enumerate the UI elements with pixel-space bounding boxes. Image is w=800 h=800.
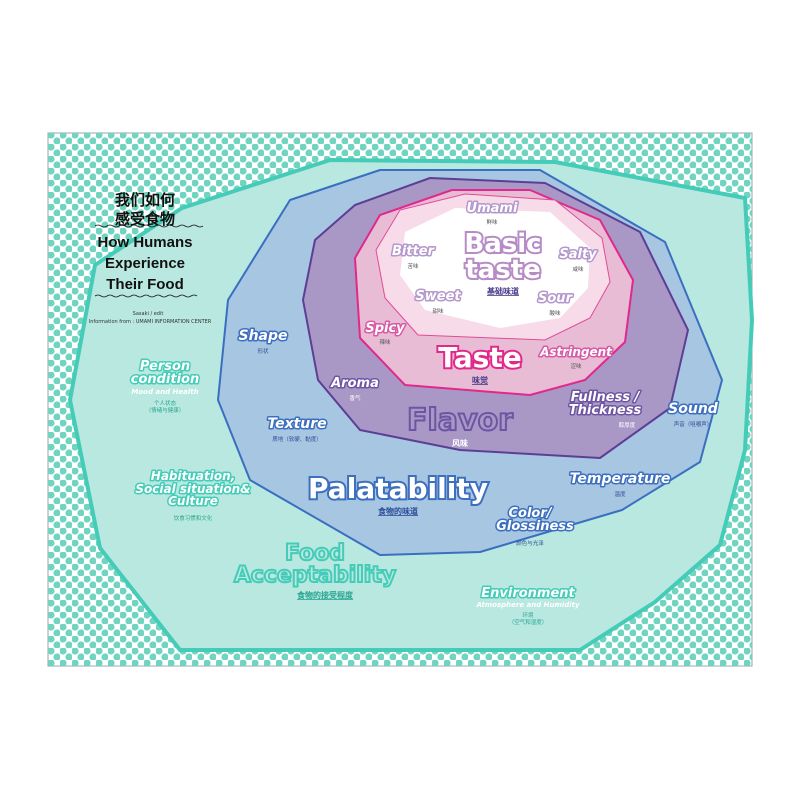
palatability-title: Palatability xyxy=(308,472,488,505)
title-en-2: Experience xyxy=(105,255,185,272)
sweet-label: Sweet xyxy=(415,289,461,304)
sound-label: Sound xyxy=(668,401,719,417)
flavor-label: Flavor 风味 xyxy=(406,402,514,448)
palatability-item-texture: Texture 质地（软硬、黏度） xyxy=(266,415,328,444)
person-cn: 个人状态 xyxy=(154,399,177,407)
taste-item-spicy: Spicy 辣味 xyxy=(364,320,407,347)
flavor-item-aroma: Aroma 香气 xyxy=(329,375,381,403)
palatability-item-shape: Shape 形状 xyxy=(237,327,289,356)
acceptability-label: Food Acceptability 食物的接受程度 xyxy=(233,540,397,600)
environment-label: Environment xyxy=(481,586,575,601)
basic-taste-bitter: Bitter 苦味 xyxy=(390,243,437,271)
shape-cn: 形状 xyxy=(257,347,269,355)
person-sub: Mood and Health xyxy=(131,388,198,396)
sound-cn: 声音（咀嚼声） xyxy=(674,420,713,428)
flavor-item-fullness: Fullness / Thickness 醇厚度 xyxy=(567,389,643,430)
texture-label: Texture xyxy=(267,416,326,432)
palatability-item-temperature: Temperature 温度 xyxy=(568,470,672,499)
title-en-1: How Humans xyxy=(97,234,192,251)
environment-sub: Atmosphere and Humidity xyxy=(475,601,579,609)
environment-cn-2: （空气和湿度） xyxy=(509,618,548,626)
flavor-title: Flavor xyxy=(407,403,513,438)
fullness-label-2: Thickness xyxy=(569,403,642,418)
habituation-label-3: Culture xyxy=(168,494,218,508)
salty-label: Salty xyxy=(559,247,597,262)
spicy-label: Spicy xyxy=(365,321,405,336)
person-cn-2: （情绪与健康） xyxy=(146,406,185,414)
sour-cn: 酸味 xyxy=(549,309,561,317)
title-cn-2: 感受食物 xyxy=(115,210,175,228)
credit-editor: Sasaki / edit xyxy=(133,311,164,317)
umami-cn: 鲜味 xyxy=(486,218,498,226)
acceptability-title-2: Acceptability xyxy=(234,563,396,588)
credit-source: Information from : UMAMI INFORMATION CEN… xyxy=(89,319,212,325)
palatability-item-sound: Sound 声音（咀嚼声） xyxy=(667,400,721,429)
habituation-label-2: Social situation& xyxy=(135,482,250,496)
fullness-label-1: Fullness / xyxy=(571,390,641,405)
title-block: 我们如何 感受食物 How Humans Experience Their Fo… xyxy=(89,191,212,325)
environment-cn: 环境 xyxy=(522,611,534,619)
palatability-label: Palatability 食物的味道 xyxy=(306,470,490,516)
acceptability-item-habituation: Habituation, Social situation& Culture 饮… xyxy=(134,468,252,523)
basic-taste-salty: Salty 咸味 xyxy=(558,246,599,274)
flavor-cn: 风味 xyxy=(452,438,468,448)
salty-cn: 咸味 xyxy=(572,265,584,273)
aroma-label: Aroma xyxy=(330,376,379,391)
basic-taste-core xyxy=(400,208,590,328)
aroma-cn: 香气 xyxy=(349,394,361,402)
person-label-1: Person xyxy=(140,359,190,374)
astringent-cn: 涩味 xyxy=(570,362,582,370)
title-cn-1: 我们如何 xyxy=(115,191,175,209)
person-label-2: condition xyxy=(131,372,200,387)
color-label-2: Glossiness xyxy=(496,519,574,534)
basic-label-1: Basic xyxy=(464,229,541,259)
taste-cn: 味觉 xyxy=(472,375,488,385)
palatability-cn: 食物的味道 xyxy=(378,506,418,516)
astringent-label: Astringent xyxy=(539,345,613,359)
title-wave-bottom xyxy=(94,294,198,298)
spicy-cn: 辣味 xyxy=(379,338,391,346)
basic-label-2: taste xyxy=(465,255,541,285)
title-en-3: Their Food xyxy=(106,276,184,293)
color-cn: 颜色与光泽 xyxy=(516,539,544,547)
umami-label: Umami xyxy=(467,201,518,216)
taste-title: Taste xyxy=(438,341,521,374)
temperature-cn: 温度 xyxy=(614,490,626,498)
shape-label: Shape xyxy=(238,328,287,344)
fullness-cn: 醇厚度 xyxy=(619,421,636,429)
bitter-label: Bitter xyxy=(392,244,436,259)
texture-cn: 质地（软硬、黏度） xyxy=(272,435,322,443)
basic-taste-sweet: Sweet 甜味 xyxy=(414,288,463,316)
acceptability-cn: 食物的接受程度 xyxy=(297,590,354,600)
temperature-label: Temperature xyxy=(570,471,671,487)
palatability-item-color: Color/ Glossiness 颜色与光泽 xyxy=(495,505,576,548)
sour-label: Sour xyxy=(538,291,574,306)
habituation-cn: 饮食习惯和文化 xyxy=(174,514,213,522)
sweet-cn: 甜味 xyxy=(432,307,444,315)
acceptability-item-person: Person condition Mood and Health 个人状态 （情… xyxy=(129,358,201,415)
basic-taste-label: Basic taste 基础味道 xyxy=(462,227,543,296)
basic-label-cn: 基础味道 xyxy=(486,286,519,296)
acceptability-title-1: Food xyxy=(285,541,345,566)
title-wave-top xyxy=(94,224,204,228)
basic-taste-sour: Sour 酸味 xyxy=(537,290,576,318)
taste-label: Taste 味觉 xyxy=(436,339,523,385)
taste-item-astringent: Astringent 涩味 xyxy=(538,344,615,371)
basic-taste-umami: Umami 鲜味 xyxy=(465,200,519,227)
bitter-cn: 苦味 xyxy=(407,262,419,270)
habituation-label-1: Habituation, xyxy=(151,469,235,483)
color-label-1: Color/ xyxy=(508,506,552,521)
acceptability-item-environment: Environment Atmosphere and Humidity 环境 （… xyxy=(475,585,579,627)
